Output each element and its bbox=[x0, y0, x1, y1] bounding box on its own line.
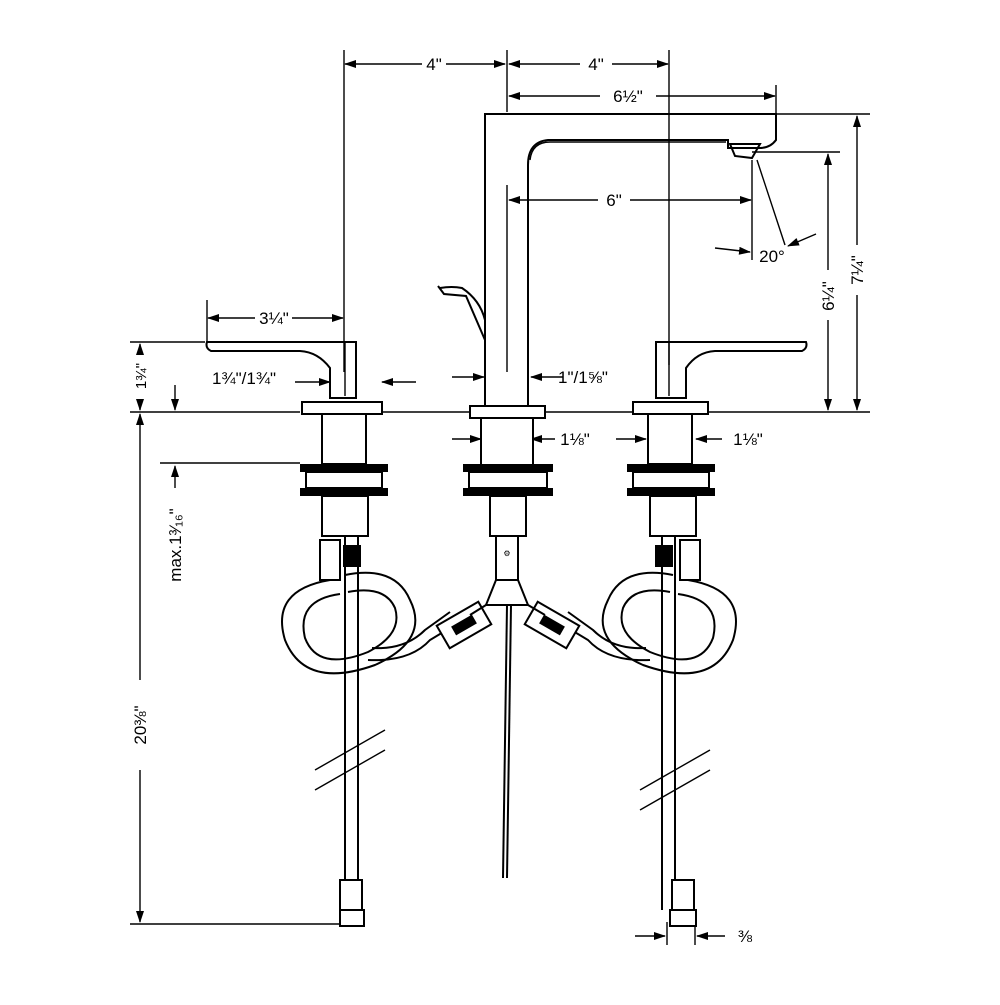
y-connector bbox=[469, 604, 546, 616]
center-connector: ⚙ bbox=[484, 535, 530, 879]
mounting-hardware bbox=[300, 464, 715, 537]
right-supply-hose bbox=[523, 536, 737, 927]
dim-handle-length: 3¼" bbox=[259, 309, 289, 328]
dim-spout-inner: 6" bbox=[606, 191, 622, 210]
dim-handle-base: 1¾"/1¾" bbox=[212, 369, 276, 388]
dim-hose-length: 20⅜" bbox=[131, 705, 150, 744]
dim-deck-thickness: max.1³⁄₁₆" bbox=[166, 508, 185, 581]
dim-handle-height: 1¾" bbox=[133, 363, 150, 389]
dimension-labels: 4" 4" 6½" 6" 20° 3¼" 1¾"/1¾" 1"/1⅝" 1⅛" … bbox=[131, 55, 867, 946]
dim-center-shank: 1⅛" bbox=[560, 430, 590, 449]
dim-connection: ⅜ bbox=[738, 927, 753, 946]
svg-text:⚙: ⚙ bbox=[503, 549, 510, 558]
dim-left-offset: 4" bbox=[426, 55, 442, 74]
dim-right-offset: 4" bbox=[588, 55, 604, 74]
right-handle-valve bbox=[632, 341, 808, 465]
dim-total-height: 7¼" bbox=[848, 255, 867, 285]
dim-right-shank: 1⅛" bbox=[733, 430, 763, 449]
left-handle-valve bbox=[205, 341, 383, 465]
dim-spout-angle: 20° bbox=[759, 247, 785, 266]
extension-lines bbox=[130, 50, 870, 945]
spout bbox=[437, 113, 777, 467]
dim-spout-reach: 6½" bbox=[613, 87, 643, 106]
left-supply-hose bbox=[281, 536, 493, 927]
dim-outlet-height: 6¼" bbox=[819, 281, 838, 311]
dimension-lines bbox=[136, 60, 861, 940]
dim-spout-base: 1"/1⅝" bbox=[558, 368, 608, 387]
